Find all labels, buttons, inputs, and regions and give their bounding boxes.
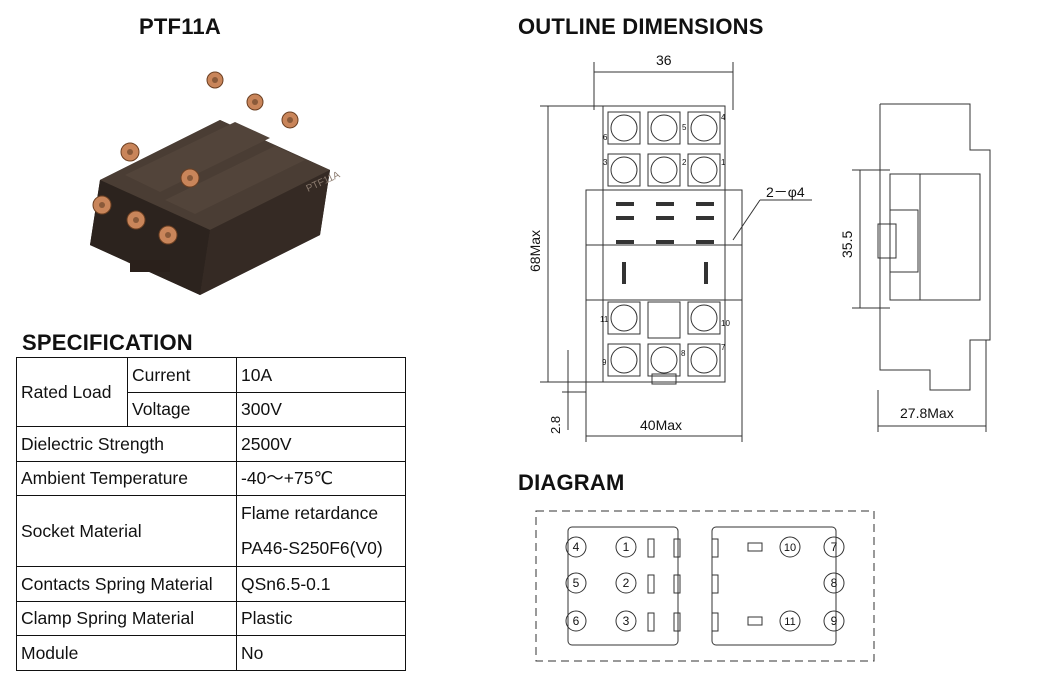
diagram-terminal-label: 6 xyxy=(573,614,580,628)
left-contact-block xyxy=(565,526,681,646)
specification-title: SPECIFICATION xyxy=(22,330,193,355)
terminal-screws-bottom xyxy=(607,301,721,377)
diagram-terminal-label: 2 xyxy=(623,576,630,590)
contacts-spring-material-value: QSn6.5-0.1 xyxy=(236,566,406,602)
module-value: No xyxy=(236,635,406,671)
contacts-spring-material-label: Contacts Spring Material xyxy=(16,566,237,602)
clamp-spring-material-label: Clamp Spring Material xyxy=(16,600,237,636)
dielectric-strength-value: 2500V xyxy=(236,426,406,462)
outline-drawing: 36 6 5 4 3 2 1 11 10 9 8 7 xyxy=(527,52,991,442)
diagram-terminal-label: 7 xyxy=(831,540,838,554)
current-label: Current xyxy=(127,357,237,393)
terminal-number: 3 xyxy=(603,158,608,167)
diagram-terminal-label: 11 xyxy=(784,616,795,628)
clamp-spring-material-value: Plastic xyxy=(236,600,406,636)
ambient-temperature-value: -40～+75℃ xyxy=(236,460,406,496)
dim-depth-label: 27.8Max xyxy=(900,405,954,421)
terminal-screws-top xyxy=(607,111,721,187)
outline-dimensions-title: OUTLINE DIMENSIONS xyxy=(518,14,764,39)
table-row: Dielectric Strength 2500V xyxy=(16,426,406,462)
rated-load-label: Rated Load xyxy=(16,357,128,427)
dim-side-height-label: 35.5 xyxy=(839,231,855,258)
terminal-number: 1 xyxy=(721,158,726,167)
socket-material-value-line2: PA46-S250F6(V0) xyxy=(241,538,383,558)
terminal-number: 11 xyxy=(600,315,609,324)
diagram-terminal-label: 10 xyxy=(784,542,796,554)
diagram-title: DIAGRAM xyxy=(518,470,625,495)
dim-width-label: 36 xyxy=(656,52,672,68)
product-photo: PTF11A xyxy=(90,71,342,295)
terminal-number: 10 xyxy=(721,319,730,328)
current-value: 10A xyxy=(236,357,406,393)
diagram-terminal-label: 3 xyxy=(623,614,630,628)
table-row: Clamp Spring Material Plastic xyxy=(16,600,406,636)
socket-material-value-line1: Flame retardance xyxy=(241,503,379,523)
ambient-temperature-label: Ambient Temperature xyxy=(16,460,237,496)
dim-hole-label: 2－φ4 xyxy=(766,184,805,200)
table-row: Voltage 300V xyxy=(17,391,406,427)
terminal-number: 6 xyxy=(603,133,608,142)
table-row: Ambient Temperature -40～+75℃ xyxy=(16,460,406,496)
voltage-value: 300V xyxy=(236,391,406,427)
diagram-terminal-label: 4 xyxy=(573,540,580,554)
terminal-number: 4 xyxy=(721,113,726,122)
diagram-terminal-label: 5 xyxy=(573,576,580,590)
terminal-number: 7 xyxy=(721,343,726,352)
dim-height-label: 68Max xyxy=(527,230,543,272)
socket-material-label: Socket Material xyxy=(16,495,237,567)
table-row: Contacts Spring Material QSn6.5-0.1 xyxy=(16,566,406,602)
terminal-number: 9 xyxy=(602,358,607,367)
diagram-terminal-label: 8 xyxy=(831,576,838,590)
module-label: Module xyxy=(16,635,237,671)
terminal-number: 2 xyxy=(682,158,687,167)
dielectric-strength-label: Dielectric Strength xyxy=(16,426,237,462)
terminal-number: 8 xyxy=(681,349,686,358)
right-contact-block xyxy=(711,526,845,646)
diagram-terminal-label: 1 xyxy=(623,540,630,554)
diagram-terminal-label: 9 xyxy=(831,614,838,628)
dim-base-label: 40Max xyxy=(640,417,682,433)
dim-offset-label: 2.8 xyxy=(548,416,563,434)
voltage-label: Voltage xyxy=(127,391,237,427)
table-row: Rated Load Current 10A xyxy=(16,357,406,427)
specification-table: Rated Load Current 10A Voltage 300V Diel… xyxy=(16,357,406,671)
product-title: PTF11A xyxy=(139,14,221,39)
terminal-number: 5 xyxy=(682,123,687,132)
table-row: Module No xyxy=(16,635,406,671)
wiring-diagram: 1 2 3 4 5 6 7 8 9 10 11 xyxy=(535,510,875,662)
